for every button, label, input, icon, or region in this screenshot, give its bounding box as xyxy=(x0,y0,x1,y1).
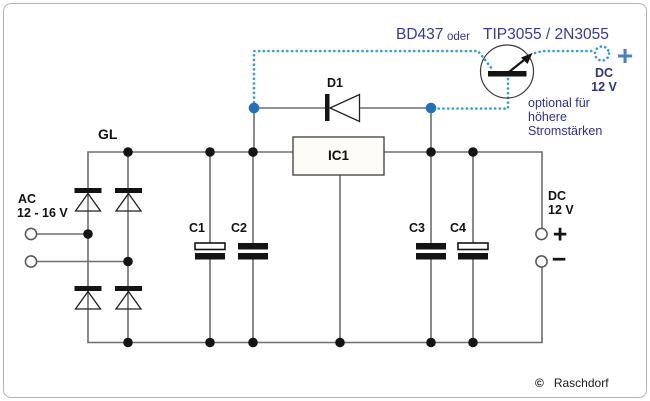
optional-note-line2: höhere xyxy=(528,109,567,124)
copyright-symbol: © xyxy=(535,376,544,390)
bridge-diode-bottom-left xyxy=(74,286,102,310)
dotted-base-path xyxy=(435,77,510,110)
transistor-emitter-arrow xyxy=(521,53,533,64)
bridge-diode-top-left xyxy=(74,188,102,212)
transistor-base-bar xyxy=(488,71,527,77)
ac-terminal-2 xyxy=(24,255,38,268)
capacitor-c3-symbol xyxy=(416,243,446,260)
capacitor-c4-symbol xyxy=(457,242,489,260)
dc-optional-plus-symbol: + xyxy=(617,40,633,71)
copyright-name: Raschdorf xyxy=(553,376,609,390)
dotted-collector-path xyxy=(252,49,494,109)
transistor-emitter-line xyxy=(508,59,525,73)
wire-blue-node-stubs xyxy=(253,108,432,152)
dc-minus-symbol: − xyxy=(552,246,567,274)
blue-node-right xyxy=(425,102,437,114)
dotted-open-terminal xyxy=(593,45,611,62)
bridge-diode-top-right xyxy=(114,188,143,212)
ac-terminal-1 xyxy=(24,227,38,241)
diode-d1-symbol xyxy=(325,93,361,123)
label-transistor-tip3055: TIP3055 / 2N3055 xyxy=(483,26,609,43)
transistor-circle xyxy=(479,44,535,99)
label-ac-voltage-range: 12 - 16 V xyxy=(17,205,68,220)
bridge-diode-bottom-right xyxy=(114,286,143,310)
label-ac: AC xyxy=(18,192,37,206)
bridge-rectifier xyxy=(74,188,143,310)
label-capacitor-c2: C2 xyxy=(231,221,247,235)
label-transistor-bd437: BD437 xyxy=(396,26,444,43)
dc-output-label: DC xyxy=(548,189,567,203)
dc-plus-terminal xyxy=(535,227,548,241)
capacitor-c2-symbol xyxy=(238,243,268,260)
optional-transistor-dotted-wires xyxy=(252,45,611,110)
label-diode-d1: D1 xyxy=(327,76,343,90)
copyright: © Raschdorf xyxy=(535,376,609,390)
optional-note-line1: optional für xyxy=(528,96,590,110)
wire-top-rail-left-and-bottom-rail xyxy=(87,151,543,344)
dotted-emitter-path xyxy=(533,49,594,55)
dc-optional-label: DC xyxy=(594,66,614,80)
junction-dots xyxy=(83,147,478,348)
blue-node-left xyxy=(248,102,260,114)
wire-top-rail-right xyxy=(384,151,543,229)
optional-note-line3: Stromstärken xyxy=(528,123,603,138)
label-dc-output: DC 12 V xyxy=(548,189,574,218)
label-optional-note: optional für höhere Stromstärken xyxy=(528,96,603,138)
ic1-box xyxy=(292,136,385,176)
capacitor-c1-symbol xyxy=(194,242,226,260)
label-capacitor-c3: C3 xyxy=(409,221,425,235)
label-dc-optional: DC 12 V xyxy=(585,66,623,94)
label-ic1: IC1 xyxy=(327,148,349,163)
label-oder: oder xyxy=(447,31,471,43)
transistor-symbol xyxy=(479,44,535,99)
label-capacitor-c1: C1 xyxy=(189,221,205,235)
dc-optional-voltage: 12 V xyxy=(591,80,617,94)
label-capacitor-c4: C4 xyxy=(450,221,466,235)
label-rectifier-gl: GL xyxy=(98,126,118,142)
dc-output-voltage: 12 V xyxy=(548,202,574,217)
dc-minus-terminal xyxy=(535,255,548,268)
dc-plus-symbol: + xyxy=(553,221,568,249)
